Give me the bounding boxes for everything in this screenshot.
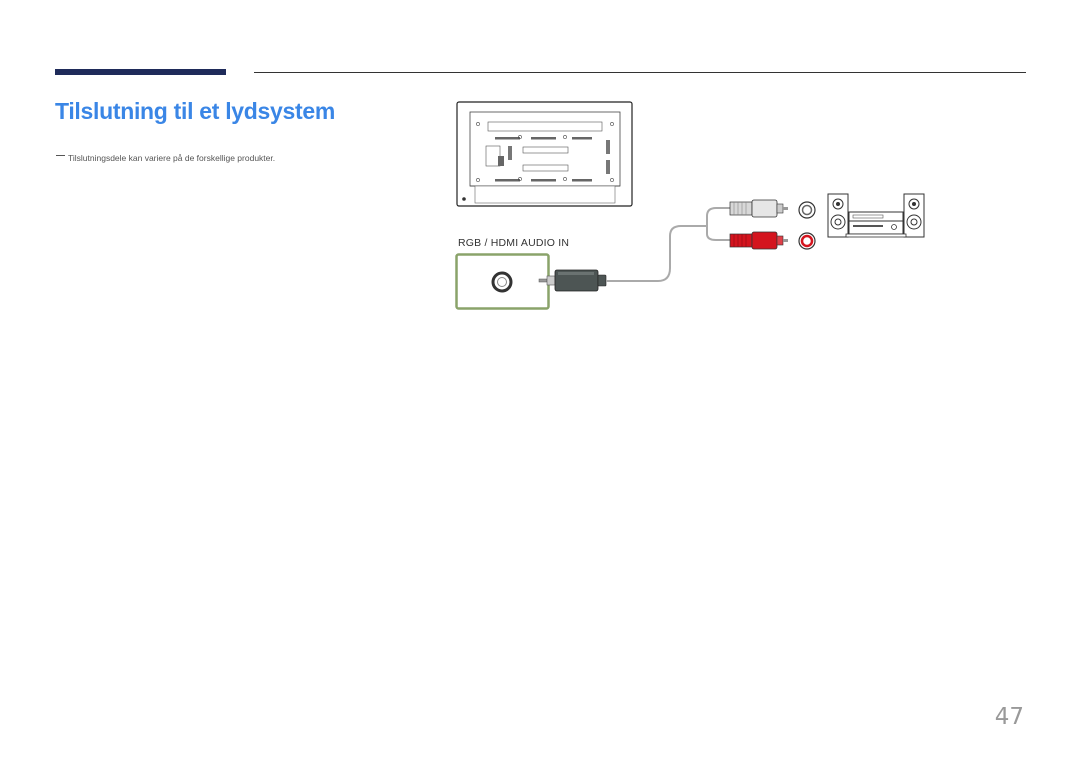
note-text: Tilslutningsdele kan variere på de forsk… — [68, 153, 276, 163]
audio-cable-icon — [538, 199, 816, 292]
audio-jack-icon — [455, 253, 550, 310]
note-dash — [56, 155, 65, 156]
port-label: RGB / HDMI AUDIO IN — [458, 237, 570, 249]
monitor-back-icon — [456, 101, 633, 207]
header-rule — [254, 72, 1026, 73]
header-accent-bar — [55, 69, 226, 75]
connection-diagram — [455, 101, 925, 310]
page-number: 47 — [994, 704, 1024, 730]
note: Tilslutningsdele kan variere på de forsk… — [56, 153, 275, 163]
stereo-system-icon — [827, 193, 925, 238]
page-title: Tilslutning til et lydsystem — [55, 98, 336, 124]
